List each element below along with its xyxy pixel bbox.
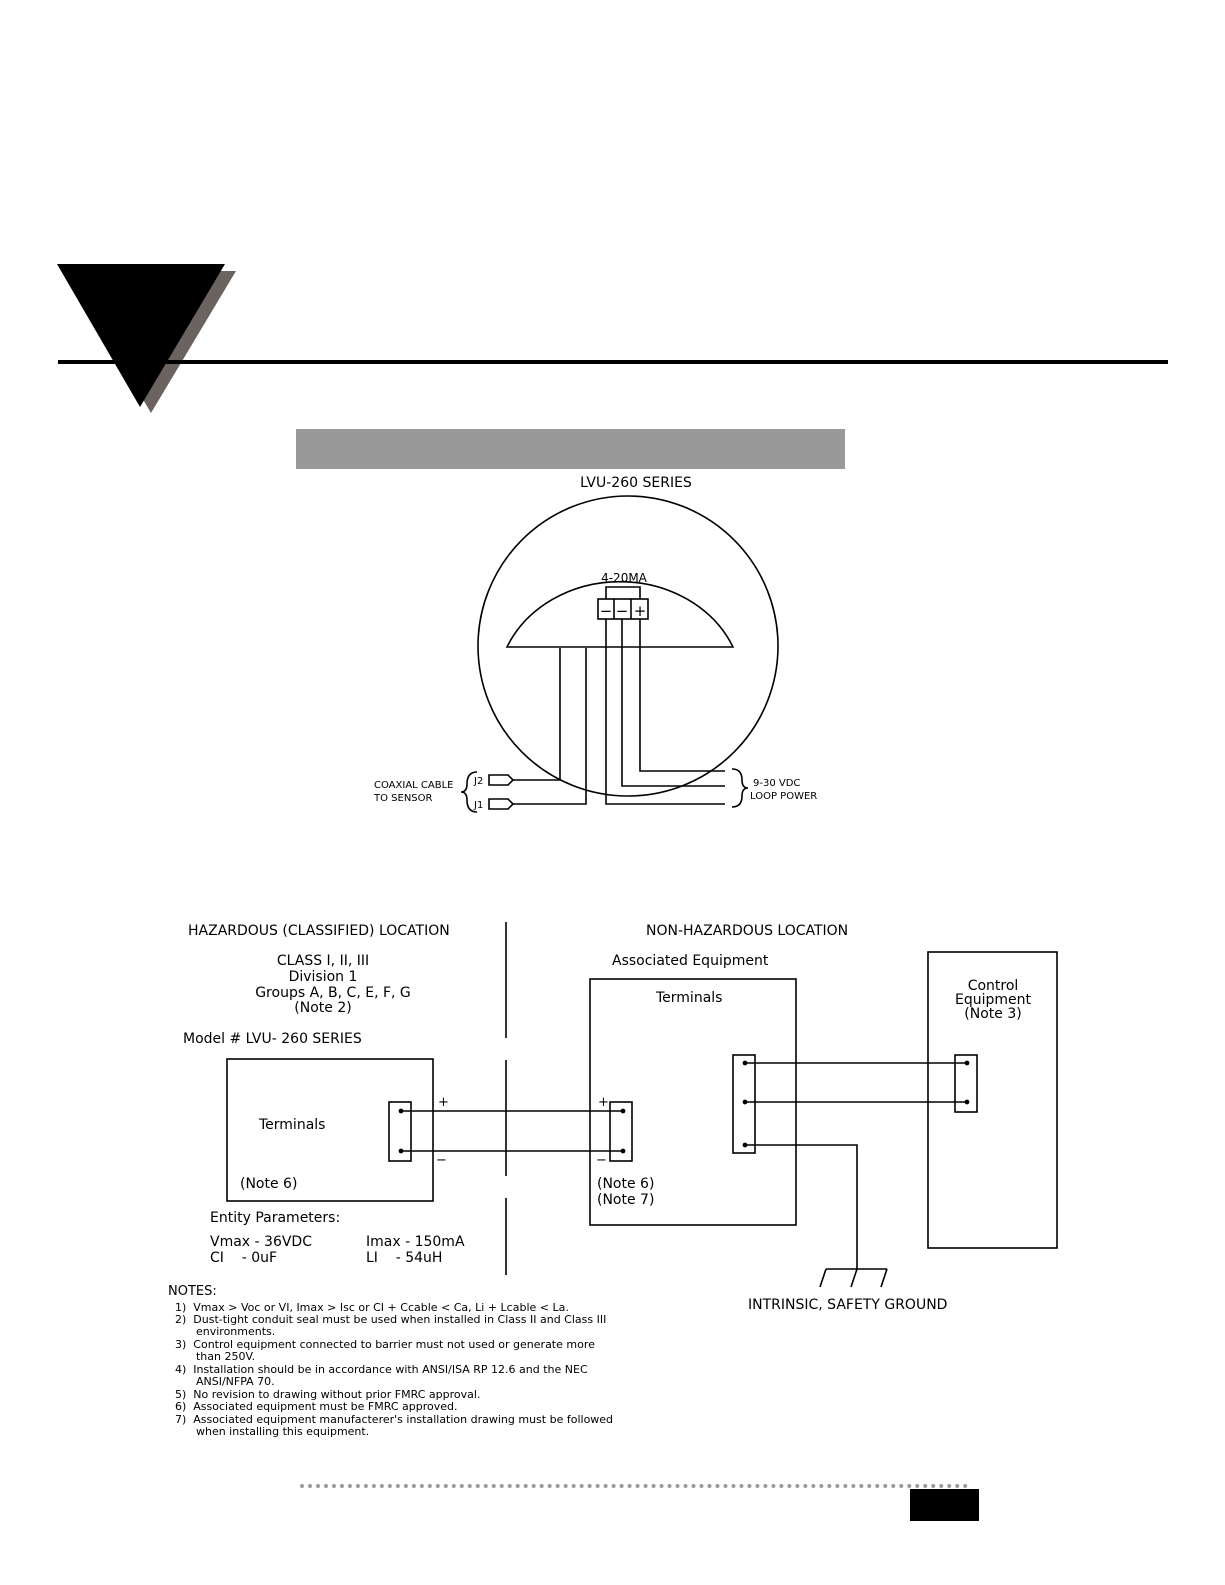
note-line: 4) Installation should be in accordance … [175, 1363, 588, 1376]
terminal-label: 4-20MA [601, 571, 648, 585]
hazardous-plus: + [438, 1095, 449, 1110]
connector-j2 [488, 774, 515, 786]
associated-equipment-heading: Associated Equipment [612, 953, 769, 969]
associated-minus: − [596, 1153, 607, 1168]
header-rule [58, 360, 1168, 364]
connector-j2-label: J2 [473, 776, 483, 787]
note-line: 1) Vmax > Voc or VI, Imax > Isc or CI + … [175, 1301, 569, 1314]
coax-label-line1: COAXIAL CABLE [374, 780, 453, 791]
ground-label: INTRINSIC, SAFETY GROUND [748, 1297, 947, 1313]
terminal-sign-1: − [600, 602, 613, 620]
hazardous-heading: HAZARDOUS (CLASSIFIED) LOCATION [188, 923, 450, 939]
entity-vmax: Vmax - 36VDC [210, 1234, 312, 1250]
associated-input-terminal-strip [609, 1101, 633, 1162]
footer-dotted-rule [300, 1484, 968, 1488]
associated-note-7: (Note 7) [597, 1192, 654, 1208]
power-label-line2: LOOP POWER [750, 791, 817, 802]
series-title: LVU-260 SERIES [580, 475, 692, 491]
notes-list: 1) Vmax > Voc or VI, Imax > Isc or CI + … [175, 1301, 613, 1438]
hazardous-box-note: (Note 6) [240, 1176, 297, 1192]
terminal-bracket [605, 586, 641, 599]
terminal-sign-2: − [616, 602, 629, 620]
triangle-marker [57, 264, 225, 407]
associated-plus: + [598, 1095, 609, 1110]
note-line: 3) Control equipment connected to barrie… [175, 1338, 595, 1351]
hazardous-minus: − [436, 1153, 447, 1168]
hazardous-terminals-label: Terminals [258, 1117, 325, 1133]
associated-note-6: (Note 6) [597, 1176, 654, 1192]
note-line: 2) Dust-tight conduit seal must be used … [175, 1313, 606, 1326]
note-line: 5) No revision to drawing without prior … [175, 1388, 480, 1401]
notes-heading: NOTES: [168, 1284, 217, 1299]
connector-j1-label: J1 [473, 800, 483, 811]
entity-ci: CI - 0uF [210, 1250, 277, 1266]
power-brace [731, 768, 749, 808]
coax-brace [460, 771, 478, 813]
model-line: Model # LVU- 260 SERIES [183, 1031, 362, 1047]
power-wire-2 [621, 619, 725, 787]
electronics-dome [505, 580, 735, 648]
control-terminal-strip [954, 1054, 978, 1113]
control-equipment-line1: Control [968, 978, 1019, 994]
ground-wire [745, 1144, 858, 1269]
entity-li: LI - 54uH [366, 1250, 442, 1266]
non-hazardous-heading: NON-HAZARDOUS LOCATION [646, 923, 848, 939]
hazardous-terminal-strip [388, 1101, 412, 1162]
control-equipment-box [927, 951, 1058, 1249]
note-line: 6) Associated equipment must be FMRC app… [175, 1400, 457, 1413]
page-number-tab [910, 1489, 979, 1521]
connector-j1 [488, 798, 515, 810]
coax-label-line2: TO SENSOR [373, 793, 433, 804]
note-line: ANSI/NFPA 70. [175, 1375, 275, 1388]
terminal-sign-3: + [634, 602, 647, 620]
entity-imax: Imax - 150mA [366, 1234, 465, 1250]
enclosure-circle [477, 495, 779, 797]
hazardous-division: Division 1 [289, 969, 358, 985]
control-equipment-line3: (Note 3) [964, 1006, 1021, 1022]
hazardous-note: (Note 2) [294, 1000, 351, 1016]
power-wire-1 [605, 619, 725, 805]
coax-wire-j2 [513, 648, 561, 781]
note-line: than 250V. [175, 1350, 255, 1363]
terminal-block [597, 598, 649, 620]
associated-output-terminal-strip [732, 1054, 756, 1154]
hazardous-groups: Groups A, B, C, E, F, G [255, 985, 411, 1001]
power-wire-3 [639, 619, 725, 772]
associated-terminals-label: Terminals [655, 990, 722, 1006]
entity-heading: Entity Parameters: [210, 1210, 340, 1226]
section-title-bar [296, 429, 845, 469]
control-equipment-line2: Equipment [955, 992, 1032, 1008]
hazardous-device-box [226, 1058, 434, 1202]
note-line: environments. [175, 1325, 275, 1338]
hazardous-class: CLASS I, II, III [277, 953, 369, 969]
note-line: 7) Associated equipment manufacterer's i… [175, 1413, 613, 1426]
coax-wire-j1 [513, 648, 587, 805]
note-line: when installing this equipment. [175, 1425, 369, 1438]
power-label-line1: 9-30 VDC [753, 778, 800, 789]
